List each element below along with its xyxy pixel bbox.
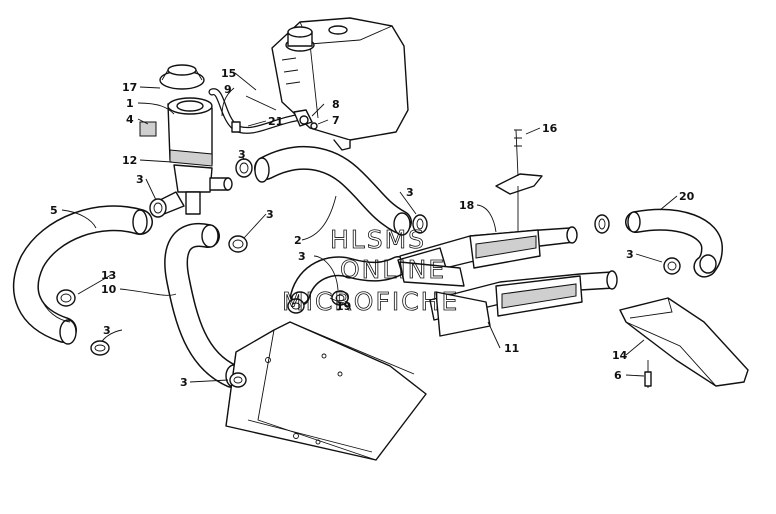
- hose-clamp: [229, 372, 247, 388]
- callout-17: 17: [122, 81, 137, 94]
- radiator: [225, 321, 427, 461]
- hose-clamp: [90, 340, 110, 356]
- bracket-16: [495, 129, 543, 232]
- callout-21: 21: [268, 115, 283, 128]
- coolant-reservoir-tank: [271, 17, 409, 151]
- callout-8: 8: [332, 98, 340, 111]
- hose-10: [164, 223, 244, 388]
- hose-clamp: [663, 257, 681, 275]
- callout-12: 12: [122, 154, 137, 167]
- hose-5: [12, 205, 153, 345]
- watermark-line-1: HLSMS: [330, 225, 426, 254]
- callout-16: 16: [542, 122, 558, 135]
- callout-14: 14: [612, 349, 628, 362]
- hose-clamp: [56, 289, 76, 307]
- callout-3d: 3: [406, 186, 414, 199]
- hose-clamp: [235, 158, 253, 178]
- hose-clamp: [149, 198, 167, 218]
- callout-3c: 3: [266, 208, 274, 221]
- callout-3g: 3: [298, 250, 306, 263]
- callout-11: 11: [504, 342, 519, 355]
- callout-3f: 3: [180, 376, 188, 389]
- watermark-line-3: MICROFICHE: [282, 287, 459, 316]
- hose-clamp: [594, 214, 610, 234]
- callout-15: 15: [221, 67, 236, 80]
- callout-4: 4: [126, 113, 134, 126]
- callout-2: 2: [294, 234, 302, 247]
- hose-clamp: [331, 290, 349, 306]
- callout-3b: 3: [238, 148, 246, 161]
- callout-labels: 17 1 4 12 15 9 21 8 7 3 3 3 3 2 5 13 10 …: [50, 67, 695, 389]
- callout-18: 18: [459, 199, 474, 212]
- watermark-line-2: ONLINE: [340, 255, 446, 284]
- leader-lines: [61, 72, 678, 383]
- fill-neck-housing: [139, 64, 233, 215]
- callout-3h: 3: [626, 248, 634, 261]
- heat-exchanger-11: [399, 261, 618, 337]
- vent-hose: [208, 88, 318, 134]
- hose-2: [254, 145, 412, 236]
- watermark: HLSMS ONLINE MICROFICHE: [282, 225, 459, 317]
- callout-13: 13: [101, 269, 116, 282]
- callout-5: 5: [50, 204, 58, 217]
- callout-3e: 3: [103, 324, 111, 337]
- hose-clamp: [412, 214, 428, 234]
- callout-19: 19: [336, 300, 351, 313]
- callout-7: 7: [332, 114, 340, 127]
- hose-20: [625, 208, 723, 278]
- callout-20: 20: [679, 190, 695, 203]
- callout-10: 10: [101, 283, 117, 296]
- skid-plate-14: [619, 297, 749, 388]
- callout-6: 6: [614, 369, 622, 382]
- callout-9: 9: [224, 83, 232, 96]
- hose-clamp: [228, 235, 248, 253]
- callout-3a: 3: [136, 173, 144, 186]
- hose-clamp: [287, 298, 305, 314]
- callout-1: 1: [126, 97, 134, 110]
